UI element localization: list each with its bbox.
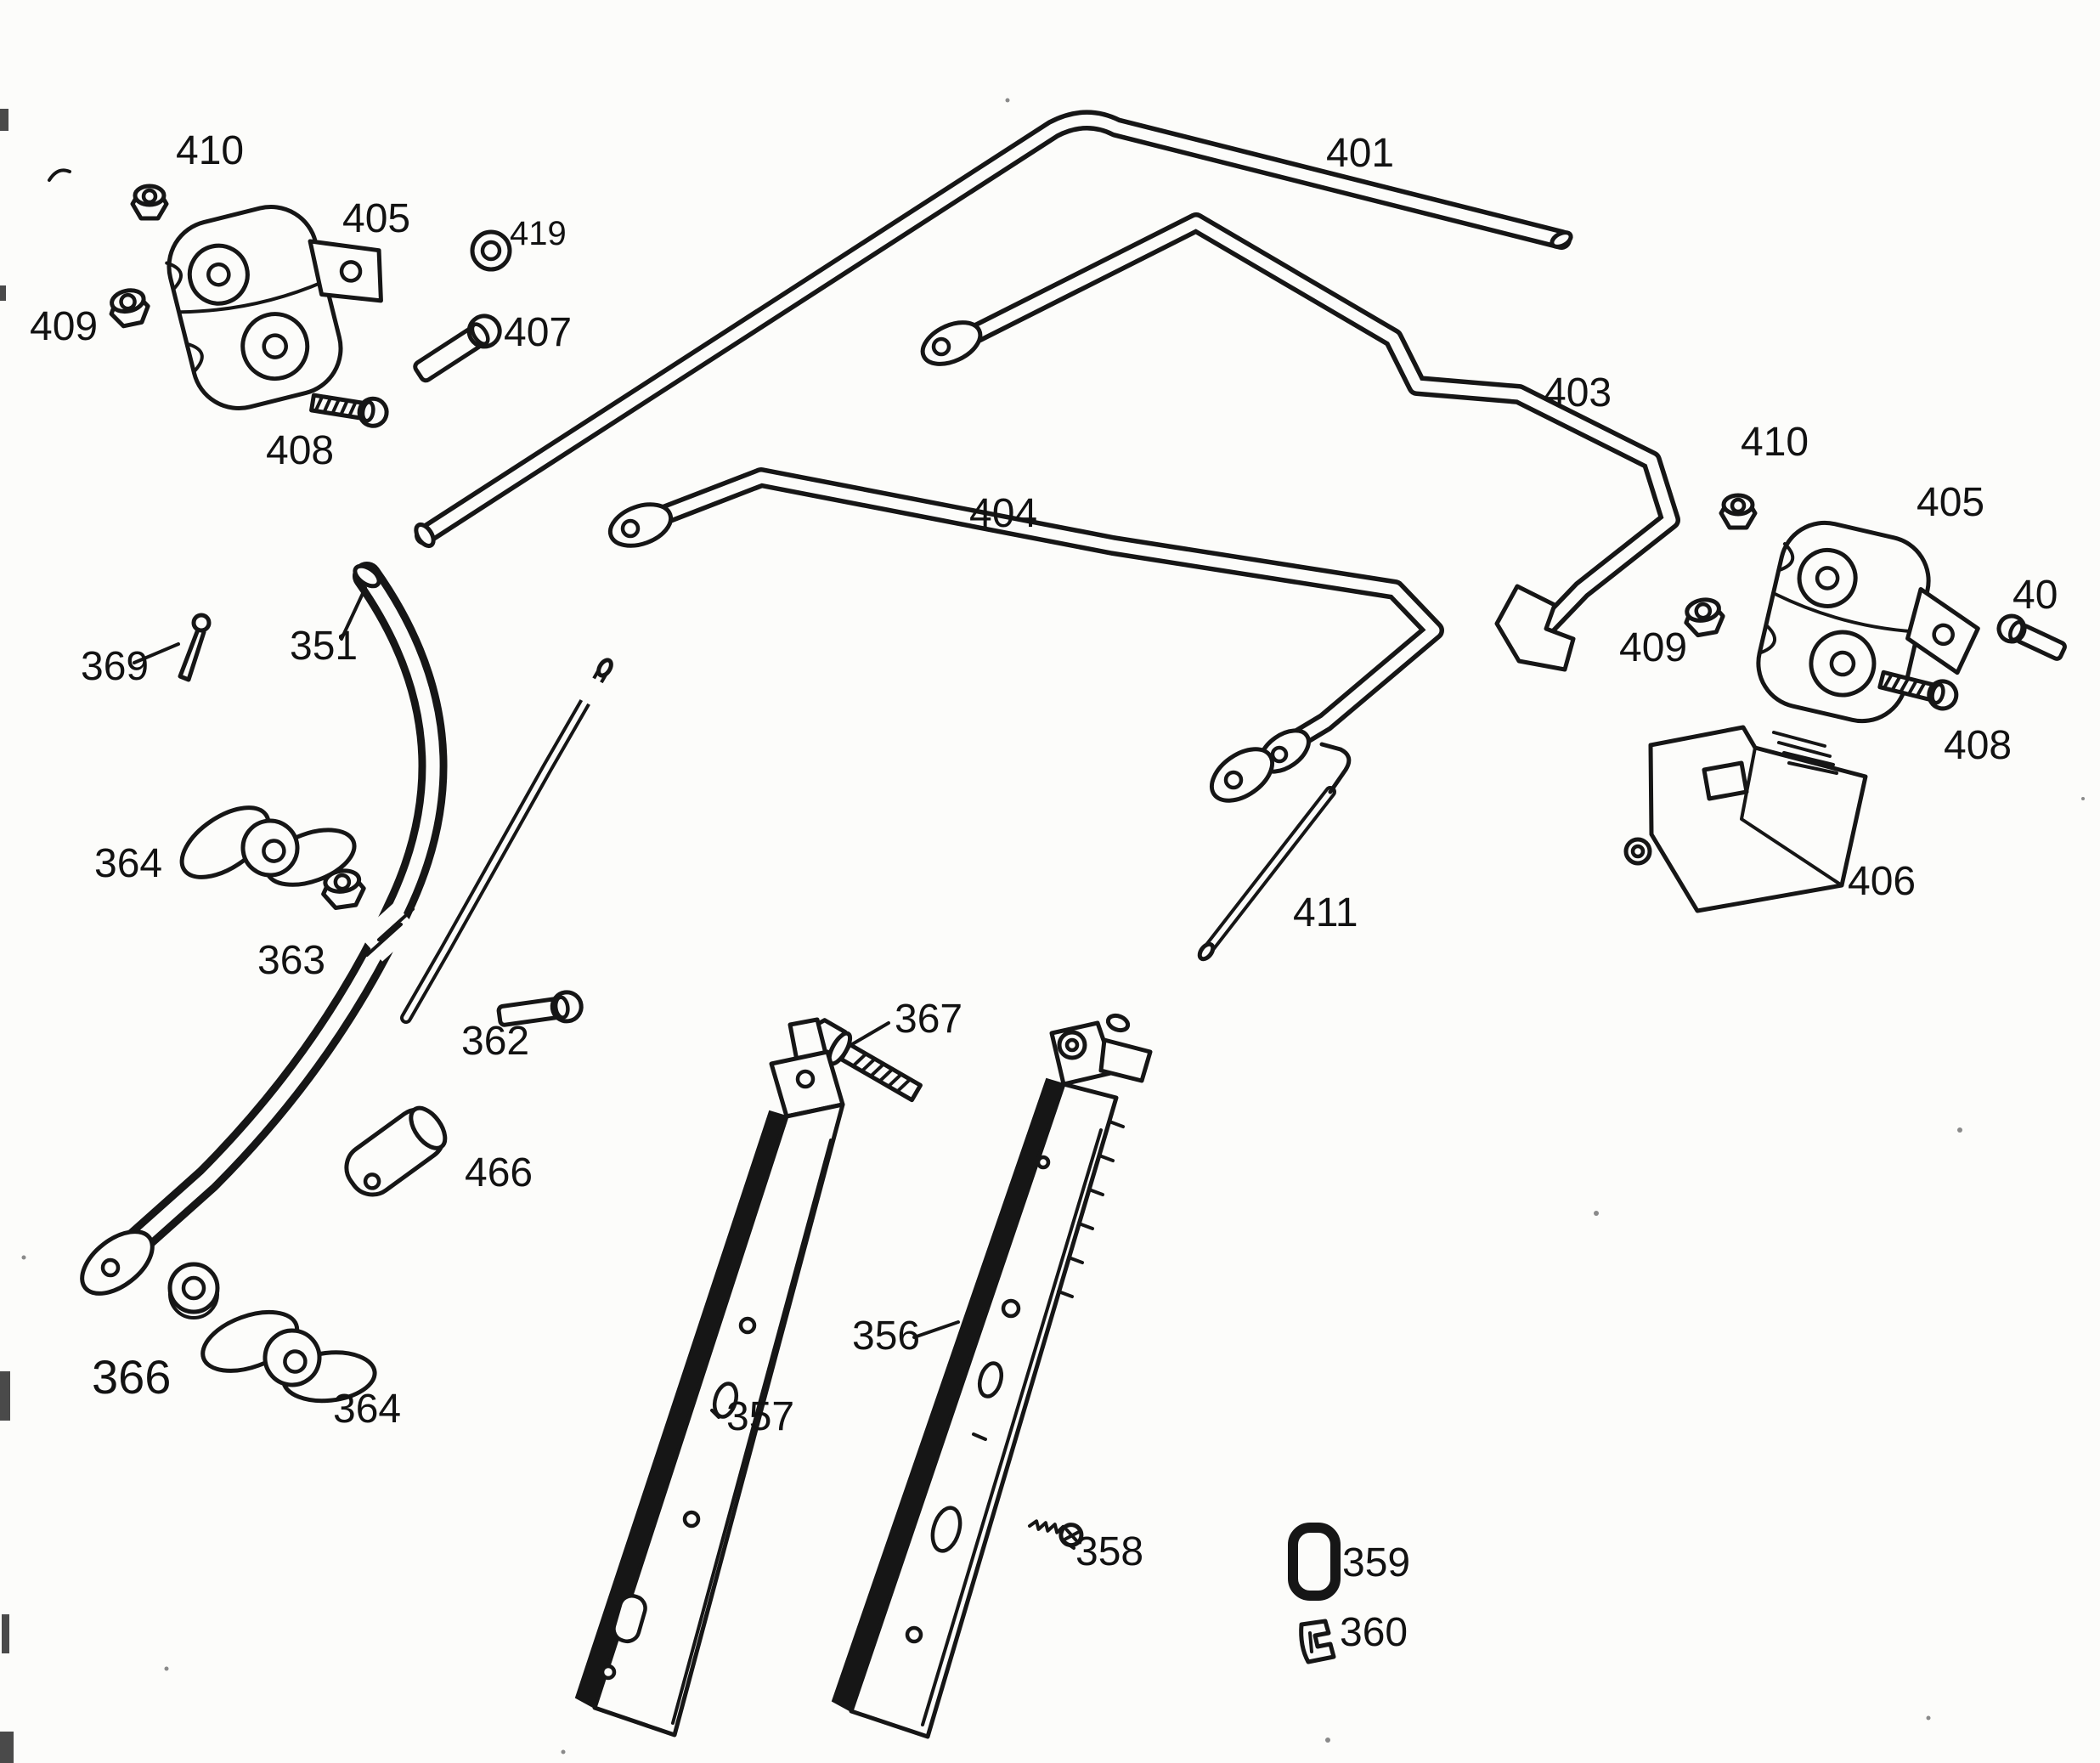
part-label-410-right: 410 xyxy=(1741,420,1809,465)
part-label-408-right: 408 xyxy=(1944,723,2012,768)
lower-handle-tube-351 xyxy=(80,562,448,1296)
screw-408-left xyxy=(309,393,389,428)
screw-408-right xyxy=(1877,670,1959,711)
flange-nut-409-left xyxy=(109,288,150,329)
flange-nut-410-right xyxy=(1719,493,1758,530)
part-label-404: 404 xyxy=(969,491,1037,536)
part-label-406: 406 xyxy=(1848,859,1916,904)
handle-clamp-405-right xyxy=(1756,520,1980,724)
part-label-405-left: 405 xyxy=(342,196,410,241)
flange-nut-409-right xyxy=(1684,597,1725,638)
carriage-bolt-362 xyxy=(496,990,584,1027)
flange-nut-410-left xyxy=(130,184,169,221)
leader-lines xyxy=(133,586,1075,1550)
part-label-364-lower: 364 xyxy=(333,1387,401,1432)
handle-tube-rear-half xyxy=(400,658,613,1024)
part-label-405-right: 405 xyxy=(1917,480,1984,525)
part-label-40: 40 xyxy=(2012,573,2058,618)
part-label-407: 407 xyxy=(504,310,572,355)
support-bracket-357 xyxy=(574,1017,845,1738)
wing-knob-364-upper xyxy=(179,805,357,887)
part-label-419: 419 xyxy=(510,215,567,252)
part-label-351: 351 xyxy=(290,624,358,669)
cotter-clip-369 xyxy=(178,613,212,682)
part-label-466: 466 xyxy=(465,1150,533,1195)
part-label-366: 366 xyxy=(92,1350,171,1404)
part-label-409-right: 409 xyxy=(1619,625,1687,670)
guard-bracket-406 xyxy=(1623,725,1868,913)
clip-360 xyxy=(1299,1619,1336,1664)
part-label-411: 411 xyxy=(1293,890,1358,935)
handle-clamp-405-left xyxy=(165,204,383,411)
upper-handle-tube-401 xyxy=(414,110,1573,549)
part-label-363: 363 xyxy=(257,938,325,983)
part-label-364-upper: 364 xyxy=(94,841,162,886)
support-bracket-356 xyxy=(831,1013,1153,1739)
scan-artifacts xyxy=(0,98,2085,1763)
part-label-358: 358 xyxy=(1075,1529,1143,1574)
middle-handle-tube-404 xyxy=(607,467,1444,803)
part-label-367: 367 xyxy=(895,997,962,1042)
carriage-bolt-407 xyxy=(413,314,502,383)
part-label-356: 356 xyxy=(852,1314,920,1359)
part-label-410-left: 410 xyxy=(176,128,244,173)
hex-bolt-367 xyxy=(804,1018,923,1103)
wing-knob-364-lower xyxy=(200,1309,377,1404)
part-label-409-left: 409 xyxy=(30,304,98,349)
part-label-360: 360 xyxy=(1340,1610,1408,1655)
part-label-362: 362 xyxy=(461,1019,529,1064)
nut-363 xyxy=(321,868,366,910)
part-labels: 410 405 419 409 407 408 401 403 404 410 … xyxy=(30,128,2058,1655)
spacer-roller-466 xyxy=(344,1105,448,1197)
part-label-359: 359 xyxy=(1342,1540,1410,1585)
part-label-401: 401 xyxy=(1326,131,1394,176)
part-label-403: 403 xyxy=(1544,370,1612,415)
link-rod-411 xyxy=(1197,742,1352,962)
grommet-359 xyxy=(1288,1523,1341,1601)
screw-spring-358 xyxy=(1028,1519,1084,1548)
carriage-bolt-40-right xyxy=(1996,613,2067,661)
part-label-369: 369 xyxy=(81,644,149,689)
part-label-408-left: 408 xyxy=(266,428,334,473)
washer-419 xyxy=(470,229,512,272)
part-label-357: 357 xyxy=(726,1394,794,1439)
lower-handle-tube-403 xyxy=(920,212,1680,672)
washer-366 xyxy=(167,1262,220,1319)
